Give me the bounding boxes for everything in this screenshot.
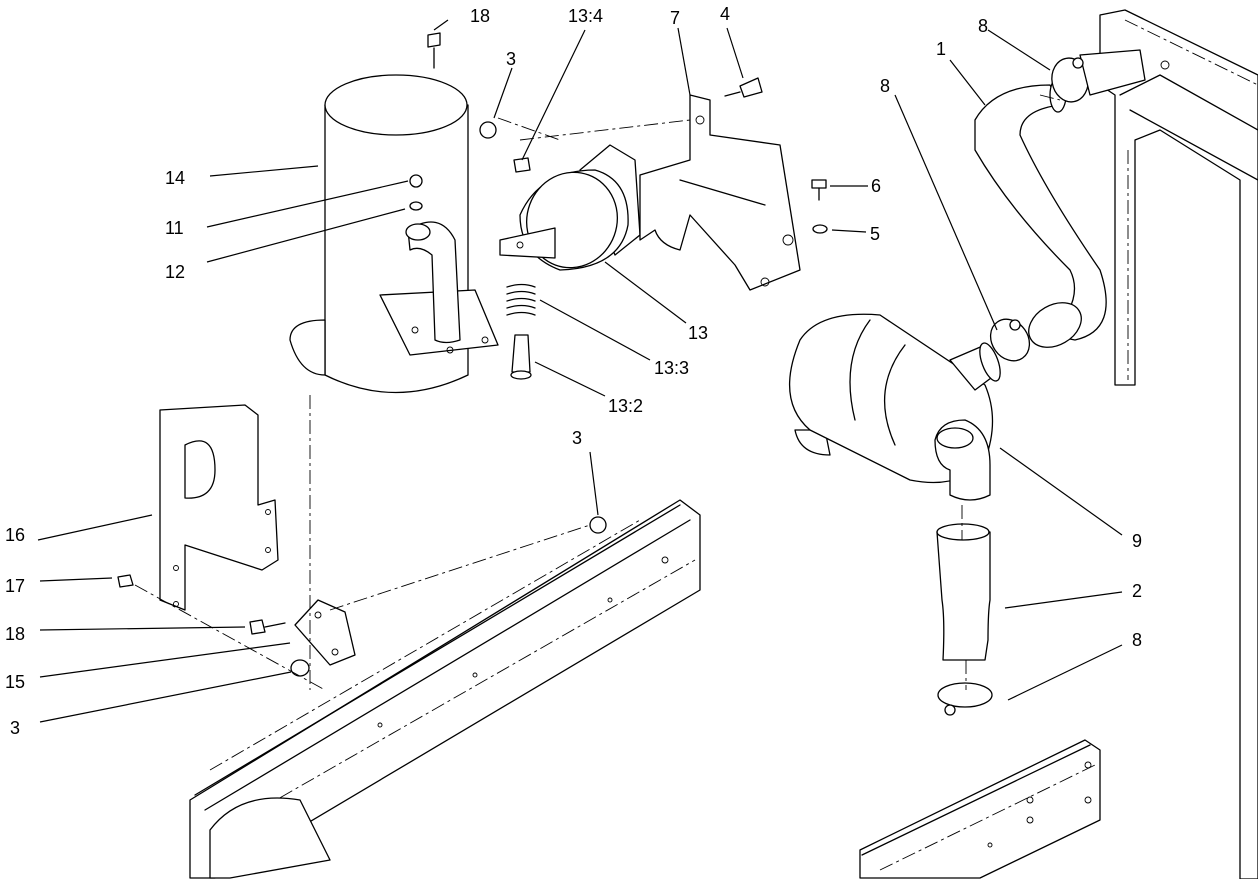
callout-8-bottom: 8: [1132, 630, 1142, 650]
callout-6: 6: [871, 176, 881, 196]
callout-4: 4: [720, 4, 730, 24]
callout-labels: 18 13:4 7 4 8 1 8 3 14 6 11 5 12 13 13:3…: [5, 4, 1142, 738]
fastener-bolts: [117, 32, 828, 677]
mounting-bracket: [639, 94, 801, 291]
callout-12: 12: [165, 262, 185, 282]
clamp-top: [1051, 49, 1146, 103]
callout-3-bottom: 3: [10, 718, 20, 738]
callout-18-bottom: 18: [5, 624, 25, 644]
callout-3-mid: 3: [572, 428, 582, 448]
nut-13-4: [513, 157, 531, 173]
spring-13-3: [506, 283, 536, 316]
clamp-mid: [989, 318, 1031, 362]
clamp-bottom: [937, 682, 993, 716]
callout-13-2: 13:2: [608, 396, 643, 416]
callout-13: 13: [688, 323, 708, 343]
frame-rail-right: [859, 739, 1101, 879]
muffler-band-clamp: [499, 144, 641, 271]
callout-17: 17: [5, 576, 25, 596]
callout-8-top: 8: [978, 16, 988, 36]
callout-18-top: 18: [470, 6, 490, 26]
callout-15: 15: [5, 672, 25, 692]
muffler: [289, 74, 499, 394]
callout-2: 2: [1132, 581, 1142, 601]
callout-11: 11: [165, 218, 184, 238]
callout-1: 1: [936, 39, 946, 59]
heat-shield: [159, 404, 279, 611]
callout-14: 14: [165, 168, 185, 188]
frame-rail-left: [189, 499, 701, 879]
callout-3-top: 3: [506, 49, 516, 69]
hose-lower: [936, 523, 991, 661]
leader-lines: [37, 19, 1123, 723]
callout-9: 9: [1132, 531, 1142, 551]
callout-5: 5: [870, 224, 880, 244]
frame-upright: [1099, 9, 1258, 879]
callout-13-4: 13:4: [568, 6, 603, 26]
callout-13-3: 13:3: [654, 358, 689, 378]
air-cleaner-assembly: [789, 313, 1001, 501]
mounting-plate: [294, 599, 356, 666]
bolt-13-2: [510, 334, 532, 380]
hose-upper: [974, 77, 1107, 348]
callout-8-mid: 8: [880, 76, 890, 96]
alignment-lines: [134, 94, 1061, 691]
callout-16: 16: [5, 525, 25, 545]
callout-7: 7: [670, 8, 680, 28]
